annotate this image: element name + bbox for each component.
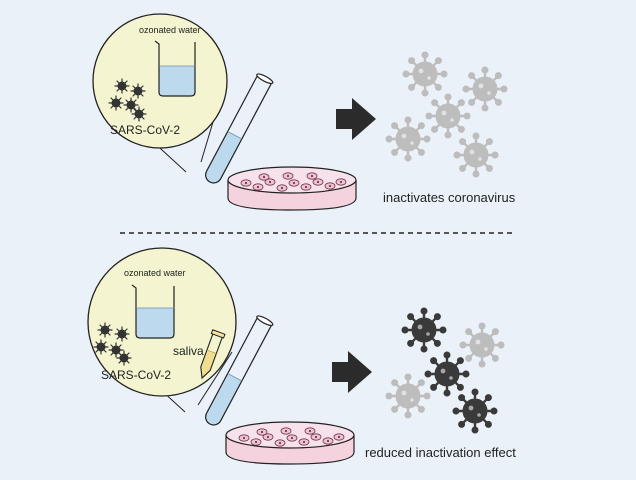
result-label: reduced inactivation effect: [365, 445, 516, 460]
zoom-line: [200, 121, 214, 163]
beaker: [154, 40, 196, 97]
virus-icon: [93, 339, 109, 355]
result-label: inactivates coronavirus: [383, 190, 516, 205]
result-viruses: [384, 306, 506, 435]
top-panel: [92, 13, 509, 211]
beaker: [131, 284, 175, 339]
active-virus-icon: [423, 350, 471, 398]
inactive-virus-icon: [401, 50, 449, 98]
saliva-tube: [200, 329, 226, 380]
arrow-icon: [332, 351, 372, 393]
test-tube: [205, 73, 274, 184]
bottom-panel: [87, 247, 506, 465]
arrow-icon: [336, 98, 376, 140]
virus-icon: [97, 322, 113, 338]
active-virus-icon: [400, 306, 448, 354]
inactive-virus-icon: [384, 115, 432, 163]
inactive-virus-icon: [458, 321, 506, 369]
virus-icon: [114, 326, 130, 342]
saliva-label: saliva: [173, 344, 204, 358]
inactive-virus-icon: [384, 372, 432, 420]
virus-icon: [108, 95, 124, 111]
inactive-virus-icon: [461, 65, 509, 113]
virus-icon: [123, 97, 139, 113]
inactive-virus-icon: [452, 131, 500, 179]
inactive-virus-icon: [424, 92, 472, 140]
virus-icon: [116, 350, 132, 366]
virus-label: SARS-CoV-2: [101, 368, 172, 382]
virus-icon: [114, 78, 130, 94]
test-tube: [205, 315, 274, 426]
result-viruses: [384, 50, 509, 179]
petri-dish: [225, 421, 355, 465]
virus-icon: [130, 83, 146, 99]
petri-dish: [227, 166, 357, 211]
beaker-label: ozonated water: [124, 268, 186, 278]
zoom-line: [197, 351, 233, 406]
virus-icon: [131, 106, 147, 122]
virus-label: SARS-CoV-2: [110, 123, 181, 137]
beaker-label: ozonated water: [139, 25, 201, 35]
active-virus-icon: [451, 387, 499, 435]
